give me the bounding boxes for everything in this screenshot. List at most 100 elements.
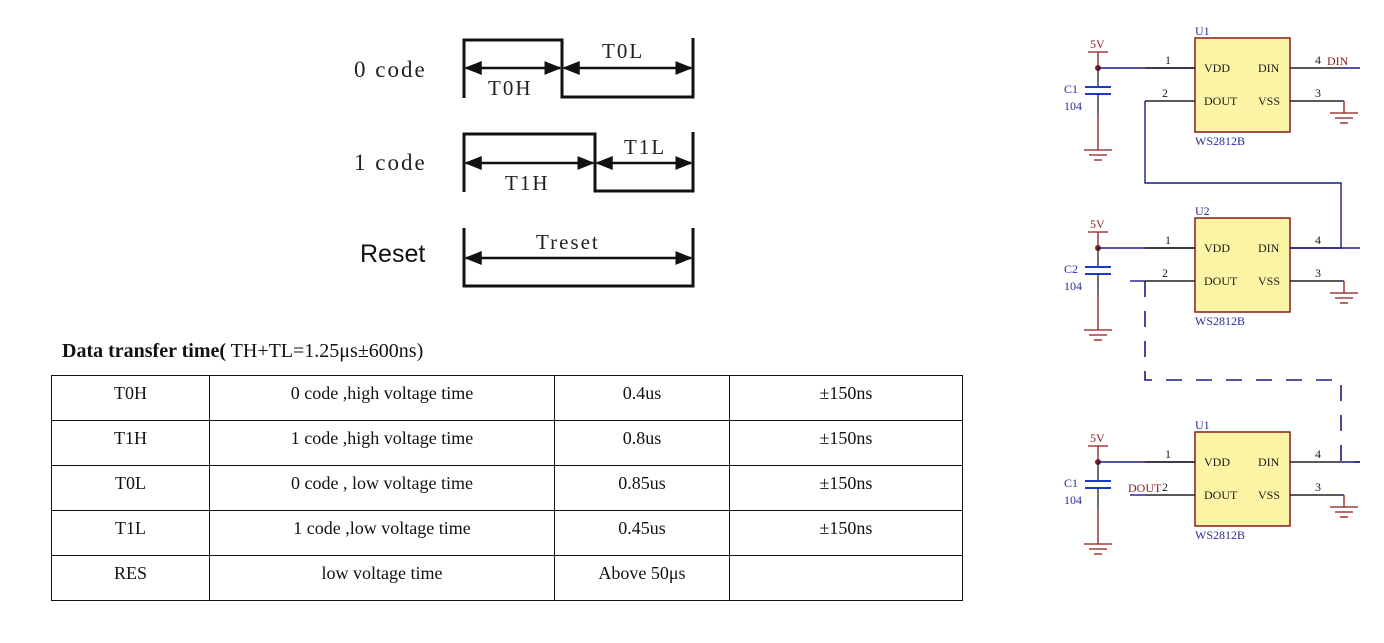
cell-tolerance: ±150ns <box>729 465 963 511</box>
cell-symbol: T0L <box>51 465 210 511</box>
capacitor-value: 104 <box>1064 99 1082 113</box>
pin-4-number: 4 <box>1315 233 1321 247</box>
ws2812b-chip <box>1194 217 1291 313</box>
pin-vss-label: VSS <box>1258 94 1280 108</box>
capacitor-ref: C1 <box>1064 476 1078 490</box>
table-heading: Data transfer time( TH+TL=1.25μs±600ns) <box>62 340 423 363</box>
ground-icon <box>1084 138 1112 161</box>
pin-vdd-label: VDD <box>1204 455 1230 469</box>
t1h-label: T1H <box>505 171 550 195</box>
ws2812b-chip <box>1194 431 1291 527</box>
pin-4-number: 4 <box>1315 447 1321 461</box>
supply-label: 5V <box>1090 217 1105 231</box>
pin-1-number: 1 <box>1165 233 1171 247</box>
capacitor-value: 104 <box>1064 493 1082 507</box>
cell-tolerance: ±150ns <box>729 420 963 466</box>
ground-icon <box>1330 495 1358 518</box>
ground-icon <box>1330 281 1358 304</box>
treset-label: Treset <box>536 230 600 254</box>
capacitor-icon <box>1085 68 1111 138</box>
table-heading-bold: Data transfer time( <box>62 340 227 362</box>
pin-din-label: DIN <box>1258 61 1280 75</box>
cell-description: 1 code ,low voltage time <box>209 510 555 556</box>
chip-ref: U2 <box>1195 204 1210 218</box>
chip-part-number: WS2812B <box>1195 528 1245 542</box>
cell-description: 1 code ,high voltage time <box>209 420 555 466</box>
pin-dout-label: DOUT <box>1204 94 1238 108</box>
supply-label: 5V <box>1090 431 1105 445</box>
table-heading-formula: TH+TL=1.25μs±600ns) <box>226 340 424 362</box>
cell-tolerance <box>729 555 963 601</box>
reset-label: Reset <box>360 240 426 268</box>
cell-symbol: T1H <box>51 420 210 466</box>
t1l-label: T1L <box>624 135 666 159</box>
pin-1-number: 1 <box>1165 447 1171 461</box>
timing-diagram: 0 code 1 code Reset T0H T0L T1H T1L <box>340 30 710 300</box>
reset-waveform: Treset <box>462 228 695 288</box>
chip-part-number: WS2812B <box>1195 314 1245 328</box>
ground-icon <box>1084 532 1112 555</box>
ws2812b-chip <box>1194 37 1291 133</box>
chip-ref: U1 <box>1195 24 1210 38</box>
cell-symbol: T1L <box>51 510 210 556</box>
cell-description: 0 code , low voltage time <box>209 465 555 511</box>
pin-2-number: 2 <box>1162 86 1168 100</box>
pin-dout-label: DOUT <box>1204 274 1238 288</box>
capacitor-value: 104 <box>1064 279 1082 293</box>
ws2812b-schematic: 5VC1104U1WS2812B1243VDDDOUTDINVSS5VC2104… <box>1064 24 1360 555</box>
capacitor-icon <box>1085 248 1111 318</box>
cell-tolerance: ±150ns <box>729 375 963 421</box>
pin-2-number: 2 <box>1162 480 1168 494</box>
pin-din-label: DIN <box>1258 455 1280 469</box>
capacitor-ref: C2 <box>1064 262 1078 276</box>
pin-vdd-label: VDD <box>1204 61 1230 75</box>
dout-net-label: DOUT <box>1128 481 1162 495</box>
cell-symbol: RES <box>51 555 210 601</box>
pin-vss-label: VSS <box>1258 488 1280 502</box>
pin-3-number: 3 <box>1315 480 1321 494</box>
cell-description: low voltage time <box>209 555 555 601</box>
cell-typical-value: Above 50μs <box>554 555 730 601</box>
t0h-label: T0H <box>488 76 533 100</box>
pin-din-label: DIN <box>1258 241 1280 255</box>
zero-code-waveform: T0H T0L <box>462 38 695 100</box>
supply-label: 5V <box>1090 37 1105 51</box>
cell-typical-value: 0.85us <box>554 465 730 511</box>
chip-ref: U1 <box>1195 418 1210 432</box>
pin-1-number: 1 <box>1165 53 1171 67</box>
cell-typical-value: 0.45us <box>554 510 730 556</box>
cell-tolerance: ±150ns <box>729 510 963 556</box>
ground-icon <box>1330 101 1358 124</box>
dashed-chain-wire <box>1144 281 1360 463</box>
din-net-label: DIN <box>1327 54 1349 68</box>
chip-part-number: WS2812B <box>1195 134 1245 148</box>
cell-typical-value: 0.8us <box>554 420 730 466</box>
pin-3-number: 3 <box>1315 266 1321 280</box>
capacitor-ref: C1 <box>1064 82 1078 96</box>
pin-vdd-label: VDD <box>1204 241 1230 255</box>
t0l-label: T0L <box>602 39 644 63</box>
pin-2-number: 2 <box>1162 266 1168 280</box>
cell-description: 0 code ,high voltage time <box>209 375 555 421</box>
zero-code-label: 0 code <box>354 57 427 82</box>
one-code-label: 1 code <box>354 150 427 175</box>
pin-4-number: 4 <box>1315 53 1321 67</box>
pin-vss-label: VSS <box>1258 274 1280 288</box>
one-code-waveform: T1H T1L <box>462 132 695 195</box>
cell-symbol: T0H <box>51 375 210 421</box>
ground-icon <box>1084 318 1112 341</box>
pin-3-number: 3 <box>1315 86 1321 100</box>
dout-to-din-wire <box>1144 101 1342 249</box>
pin-dout-label: DOUT <box>1204 488 1238 502</box>
capacitor-icon <box>1085 462 1111 532</box>
timing-waveforms: T0H T0L T1H T1L Treset <box>462 38 695 288</box>
